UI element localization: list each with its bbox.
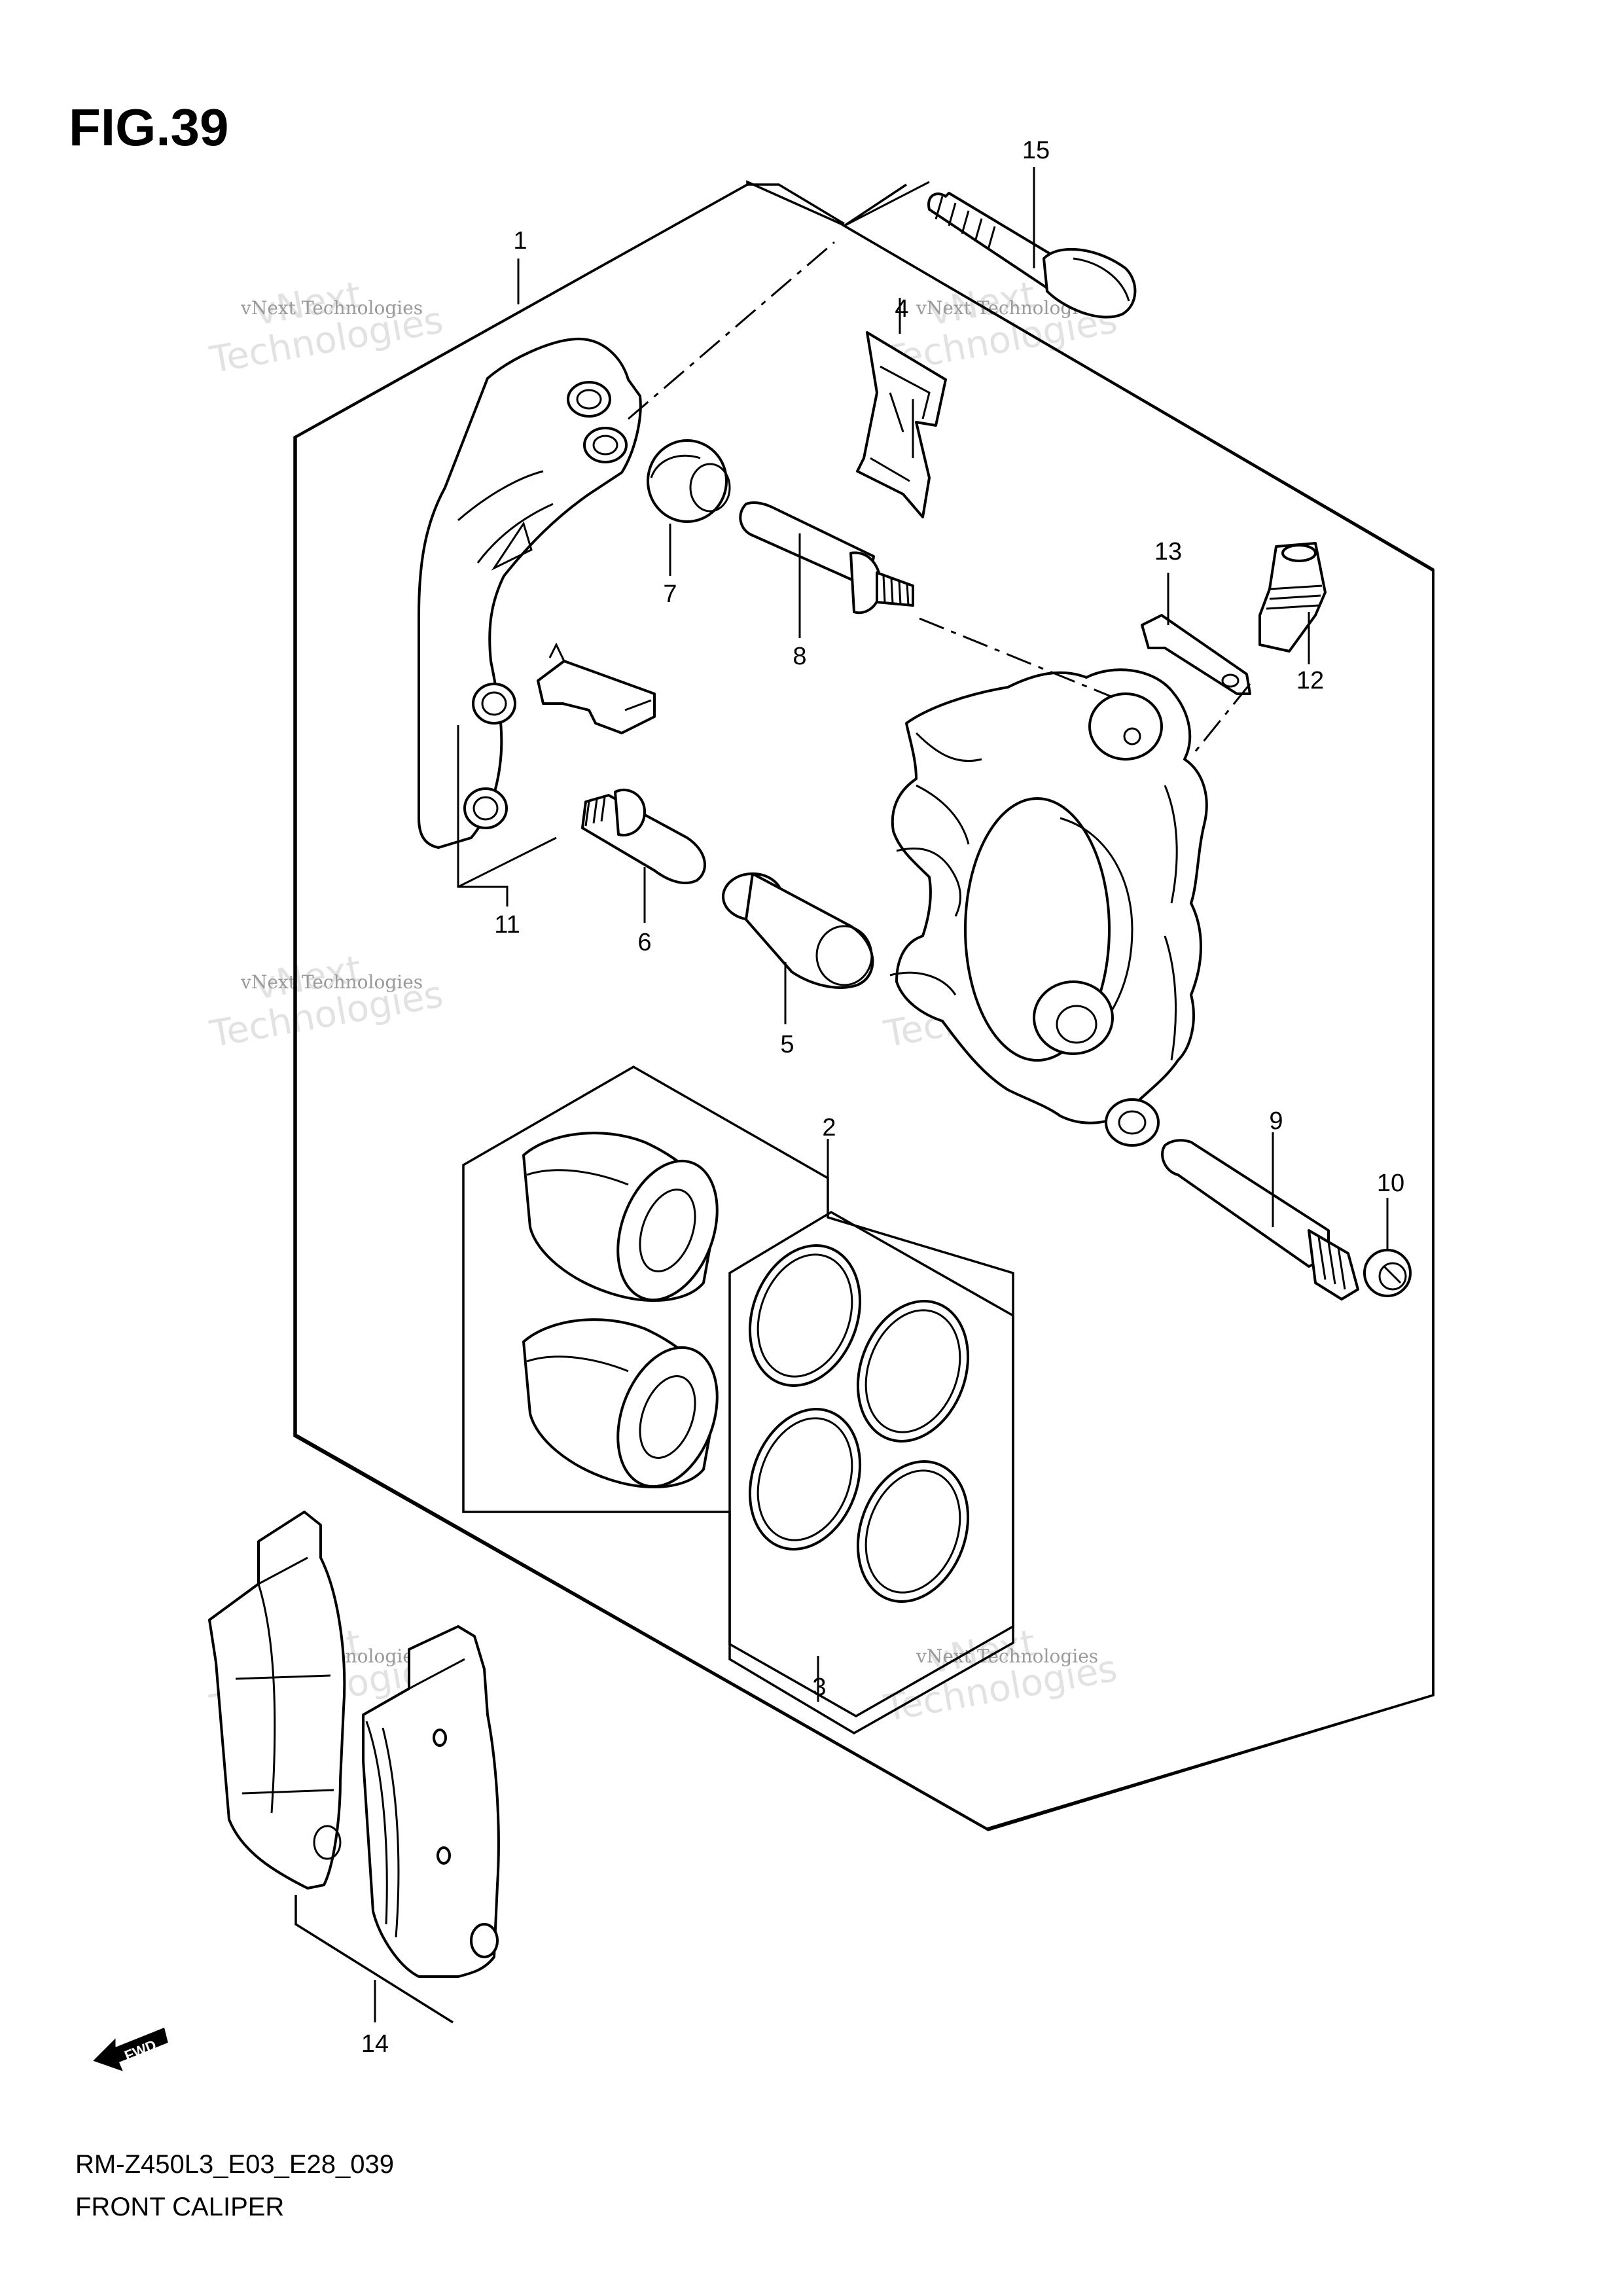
leader-line [844, 181, 930, 227]
watermark-full: vNext Technologies [240, 971, 423, 993]
brake-pad-set [208, 1511, 500, 1978]
diagram-code: RM-Z450L3_E03_E28_039 [75, 2150, 394, 2179]
watermark-full: vNext Technologies [240, 297, 423, 319]
piston-set-frame [462, 1065, 1014, 1735]
rubber-boot [647, 439, 731, 523]
pad-set-frame [294, 1895, 454, 2024]
slide-pin-lower [581, 788, 706, 884]
callout-10: 10 [1377, 1170, 1404, 1197]
watermark-full: vNext Technologies [916, 1645, 1098, 1667]
assembly-line [628, 241, 835, 420]
callout-13: 13 [1154, 538, 1182, 565]
callout-6: 6 [637, 929, 651, 956]
pad-spring [856, 331, 947, 518]
forward-arrow: FWD [93, 2027, 168, 2072]
seal-set-frame [728, 1210, 1014, 1718]
piston-seal-rings [748, 1244, 970, 1603]
callout-14: 14 [361, 2030, 389, 2058]
diagram-name: FRONT CALIPER [75, 2193, 284, 2221]
bracket-bolt [927, 192, 1137, 319]
callout-9: 9 [1269, 1107, 1283, 1135]
caliper-lower-pin [1161, 1139, 1359, 1300]
assembly-frame-outline [294, 183, 1435, 1830]
callout-2: 2 [822, 1114, 836, 1141]
callout-15: 15 [1022, 137, 1050, 164]
caliper-plug [1363, 1249, 1412, 1297]
callout-12: 12 [1296, 667, 1324, 694]
assembly-line [1193, 683, 1251, 753]
bleeder-cap [1141, 614, 1251, 695]
figure-title: FIG.39 [69, 98, 229, 156]
callout-3: 3 [812, 1674, 826, 1701]
leader-lines [374, 167, 1389, 2022]
caliper-bracket [418, 337, 642, 849]
caliper-piston-lower [522, 1318, 719, 1488]
slide-pin-upper [739, 501, 914, 615]
slide-pin-boot [722, 872, 874, 989]
pad-spring-clip [537, 642, 656, 734]
callout-5: 5 [780, 1031, 794, 1058]
assembly-frame [293, 180, 1435, 1831]
callout-4: 4 [895, 295, 908, 323]
callout-11: 11 [494, 911, 520, 939]
callout-1: 1 [513, 227, 527, 255]
caliper-piston-upper [522, 1132, 719, 1302]
bleeder-valve [1258, 542, 1327, 653]
assembly-line [919, 617, 1113, 698]
caliper-body [889, 668, 1208, 1147]
callout-8: 8 [793, 643, 806, 670]
callout-7: 7 [663, 581, 677, 608]
